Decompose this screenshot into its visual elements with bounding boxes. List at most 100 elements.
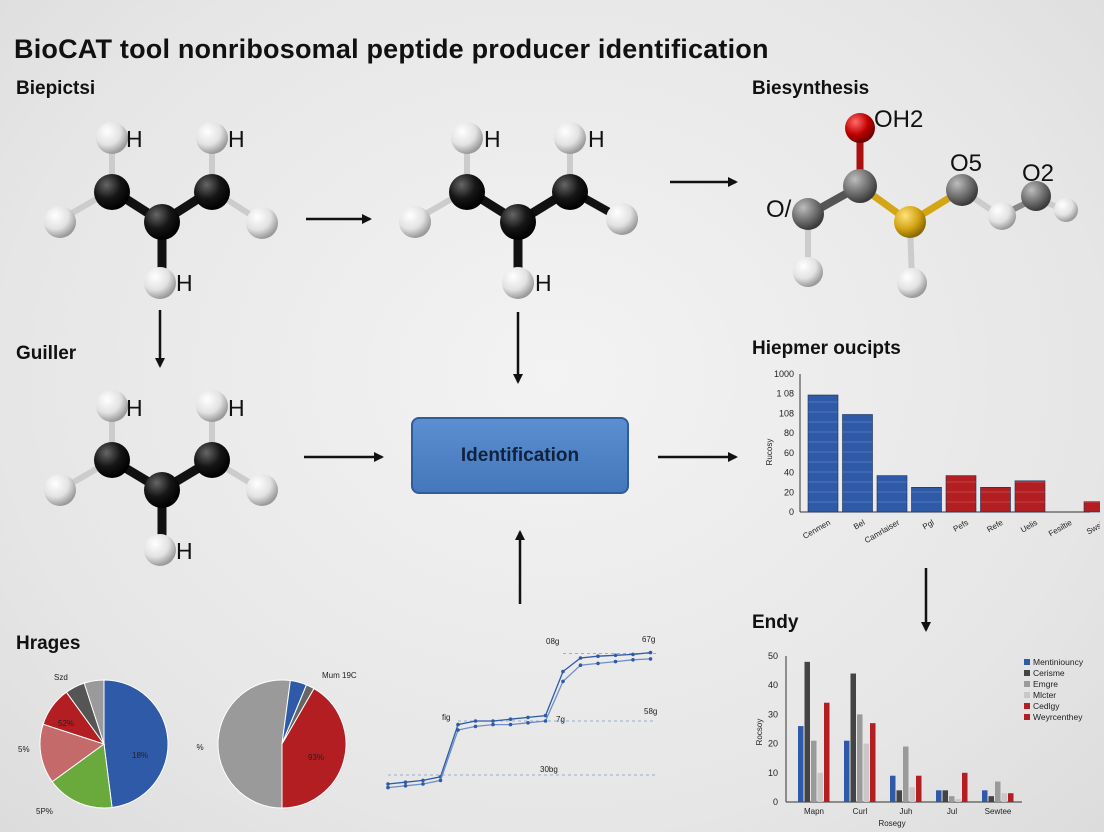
section-endy: Endy	[752, 612, 799, 633]
line-label: 30bg	[540, 765, 558, 774]
bar	[980, 487, 1011, 513]
atom-label-h: H	[535, 270, 552, 296]
x-tick-label: Swsie	[1085, 518, 1100, 537]
pie-slice	[83, 679, 105, 745]
y-axis-label: Rucosy	[765, 439, 774, 466]
pie-slice	[51, 743, 113, 809]
y-tick-label: 20	[768, 739, 778, 749]
bar	[896, 790, 902, 802]
atom-label-h: H	[228, 395, 245, 421]
line-label: fig	[442, 713, 450, 722]
chem-label-o5: O5	[950, 150, 983, 177]
bar	[962, 772, 968, 802]
line-point	[421, 778, 425, 783]
biosynthesis-molecule	[792, 113, 1078, 298]
bar	[955, 799, 961, 802]
line-point	[613, 653, 618, 658]
legend-label: Cerisme	[1033, 667, 1065, 678]
pie-label: 18%	[132, 751, 148, 760]
bar	[1014, 480, 1046, 513]
line-point	[491, 722, 495, 727]
bar	[995, 781, 1001, 802]
legend-swatch	[1024, 669, 1030, 676]
bar	[798, 726, 804, 802]
y-tick-label: 60	[784, 448, 794, 458]
bar	[982, 790, 988, 802]
line-label: 08g	[546, 637, 559, 646]
pie-label: Mum 19C	[322, 671, 357, 680]
chem-label-oh2: OH2	[874, 106, 924, 133]
line-point	[631, 658, 635, 662]
molecule-2	[399, 122, 638, 299]
x-tick-label: Refe	[985, 518, 1005, 535]
line-point	[456, 728, 460, 732]
bar	[850, 673, 856, 802]
x-tick-label: Fesiltie	[1047, 518, 1074, 539]
pie-chart-2: Mum 19C5%93%	[196, 671, 357, 809]
legend-item: Cerisme	[1024, 667, 1083, 678]
atom-label-h: H	[126, 126, 143, 152]
line-point	[403, 780, 408, 784]
pie-label: 5P%	[36, 807, 53, 816]
line-point	[456, 722, 460, 727]
bar	[824, 702, 830, 802]
bar	[1083, 501, 1100, 513]
line-label: 7g	[556, 715, 565, 724]
legend-label: Emgre	[1033, 678, 1059, 689]
pie-label: 93%	[308, 753, 324, 762]
line-point	[578, 663, 583, 667]
line-point	[543, 713, 548, 718]
pie-label: Szd	[54, 673, 68, 682]
y-tick-label: 1 08	[776, 389, 794, 399]
y-tick-label: 40	[768, 680, 778, 690]
bar	[811, 740, 817, 802]
atom-label-h: H	[176, 270, 193, 296]
section-hiepmer: Hiepmer oucipts	[752, 338, 901, 359]
y-tick-label: 80	[784, 428, 794, 438]
bar	[945, 475, 977, 513]
line-point	[543, 719, 548, 723]
line-point	[421, 782, 425, 786]
legend-swatch	[1024, 691, 1030, 698]
pie-slice	[39, 723, 106, 783]
bar	[1001, 793, 1007, 802]
section-biesynthesis: Biesynthesis	[752, 78, 870, 99]
x-axis-label: Rosegy	[878, 819, 905, 828]
bar	[942, 790, 948, 802]
y-tick-label: 50	[768, 651, 778, 661]
bar	[870, 723, 876, 802]
bar	[844, 740, 850, 802]
x-tick-label: Pefs	[952, 518, 970, 534]
legend-swatch	[1024, 680, 1030, 687]
atom-label-h: H	[126, 395, 143, 421]
x-tick-label: Uelis	[1019, 518, 1039, 535]
line-point	[526, 721, 530, 725]
line-point	[613, 659, 618, 664]
x-tick-label: Curl	[853, 807, 868, 816]
y-tick-label: 1000	[774, 369, 794, 379]
legend-item: Mentiniouncy	[1024, 656, 1083, 667]
line-point	[631, 652, 635, 657]
bar	[807, 394, 839, 513]
legend-swatch	[1024, 713, 1030, 720]
x-tick-label: Cenmen	[801, 518, 832, 541]
line-point	[386, 785, 390, 790]
pie-slice	[217, 679, 291, 809]
line-point	[508, 722, 513, 727]
x-tick-label: Sewtee	[985, 807, 1012, 816]
y-tick-label: 0	[789, 507, 794, 517]
x-tick-label: Pgl	[921, 518, 936, 532]
bar	[876, 475, 908, 513]
pie-label: 52%	[58, 719, 74, 728]
line-point	[508, 717, 513, 721]
line-point	[578, 656, 583, 660]
section-guiller: Guiller	[16, 343, 77, 364]
page-title: BioCAT tool nonribosomal peptide produce…	[14, 34, 769, 64]
line-point	[526, 715, 530, 720]
molecule-3	[44, 390, 278, 566]
x-tick-label: Camrlaiser	[863, 518, 901, 545]
atom-label-h: H	[484, 126, 501, 152]
